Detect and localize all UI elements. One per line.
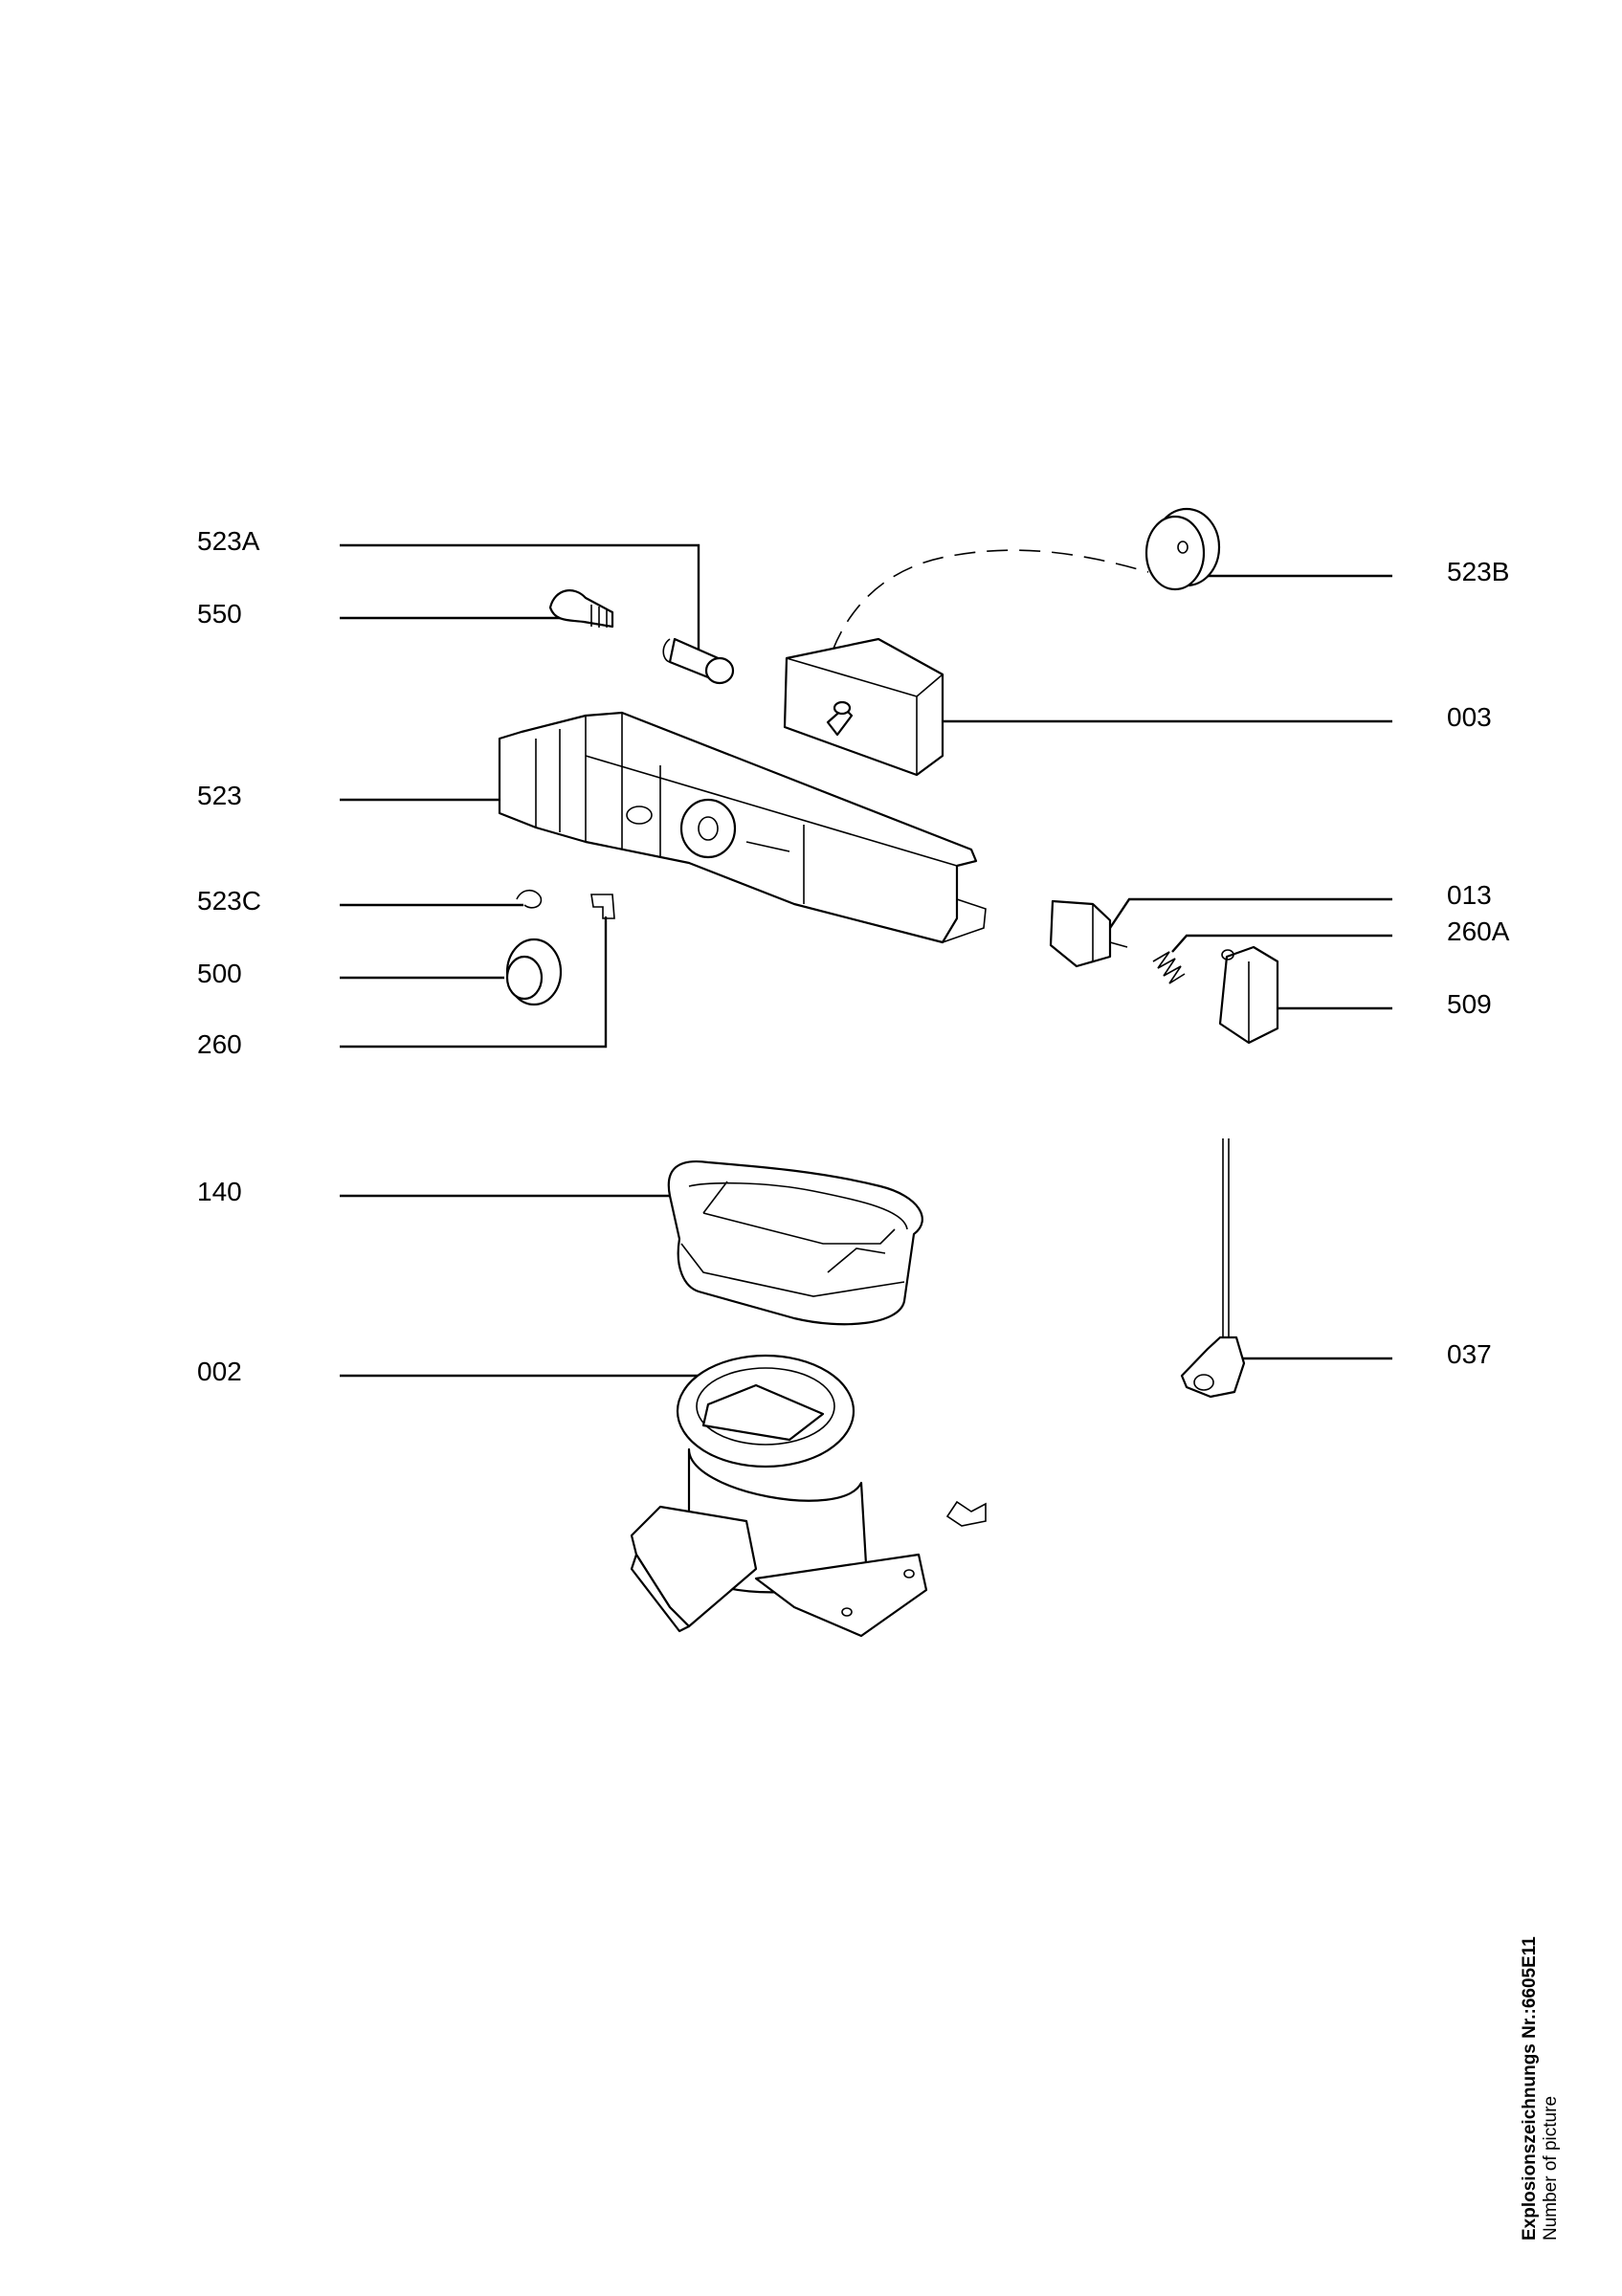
leader-lines — [340, 543, 1392, 1378]
part-523A-cap — [662, 637, 735, 685]
label-260A: 260A — [1447, 916, 1510, 946]
label-509: 509 — [1447, 989, 1492, 1019]
label-003: 003 — [1447, 702, 1492, 732]
label-550: 550 — [197, 599, 242, 629]
label-500: 500 — [197, 959, 242, 988]
part-037-rod — [1180, 1138, 1246, 1399]
part-550-lamp — [548, 589, 614, 629]
leader-260 — [340, 916, 608, 1049]
label-260: 260 — [197, 1029, 242, 1059]
label-523: 523 — [197, 781, 242, 810]
label-037: 037 — [1447, 1339, 1492, 1369]
label-140: 140 — [197, 1177, 242, 1206]
part-500-knob — [505, 938, 563, 1006]
part-523B-knob — [832, 507, 1221, 651]
part-140-tray — [667, 1159, 923, 1326]
label-523B: 523B — [1447, 557, 1510, 586]
part-260A-spring — [1152, 951, 1186, 984]
label-523A: 523A — [197, 526, 260, 556]
part-013-switch — [1049, 899, 1128, 968]
part-002-compressor — [630, 1354, 987, 1638]
part-523-housing — [498, 711, 987, 944]
drawing-number-block: Explosionszeichnungs Nr.:6605E11 Number … — [1520, 1936, 1562, 2241]
drawing-number-subtitle: Number of picture — [1541, 2095, 1561, 2241]
label-013: 013 — [1447, 880, 1492, 910]
label-002: 002 — [197, 1357, 242, 1386]
part-003-box — [783, 637, 944, 777]
leader-260A — [1171, 934, 1392, 953]
part-260-bracket — [590, 894, 615, 919]
part-523C-clip — [516, 889, 543, 909]
drawing-number-title: Explosionszeichnungs Nr.:6605E11 — [1520, 1936, 1540, 2241]
leader-523A — [340, 543, 700, 652]
part-509-cover — [1218, 945, 1279, 1045]
label-523C: 523C — [197, 886, 261, 916]
leader-013 — [1109, 897, 1392, 929]
